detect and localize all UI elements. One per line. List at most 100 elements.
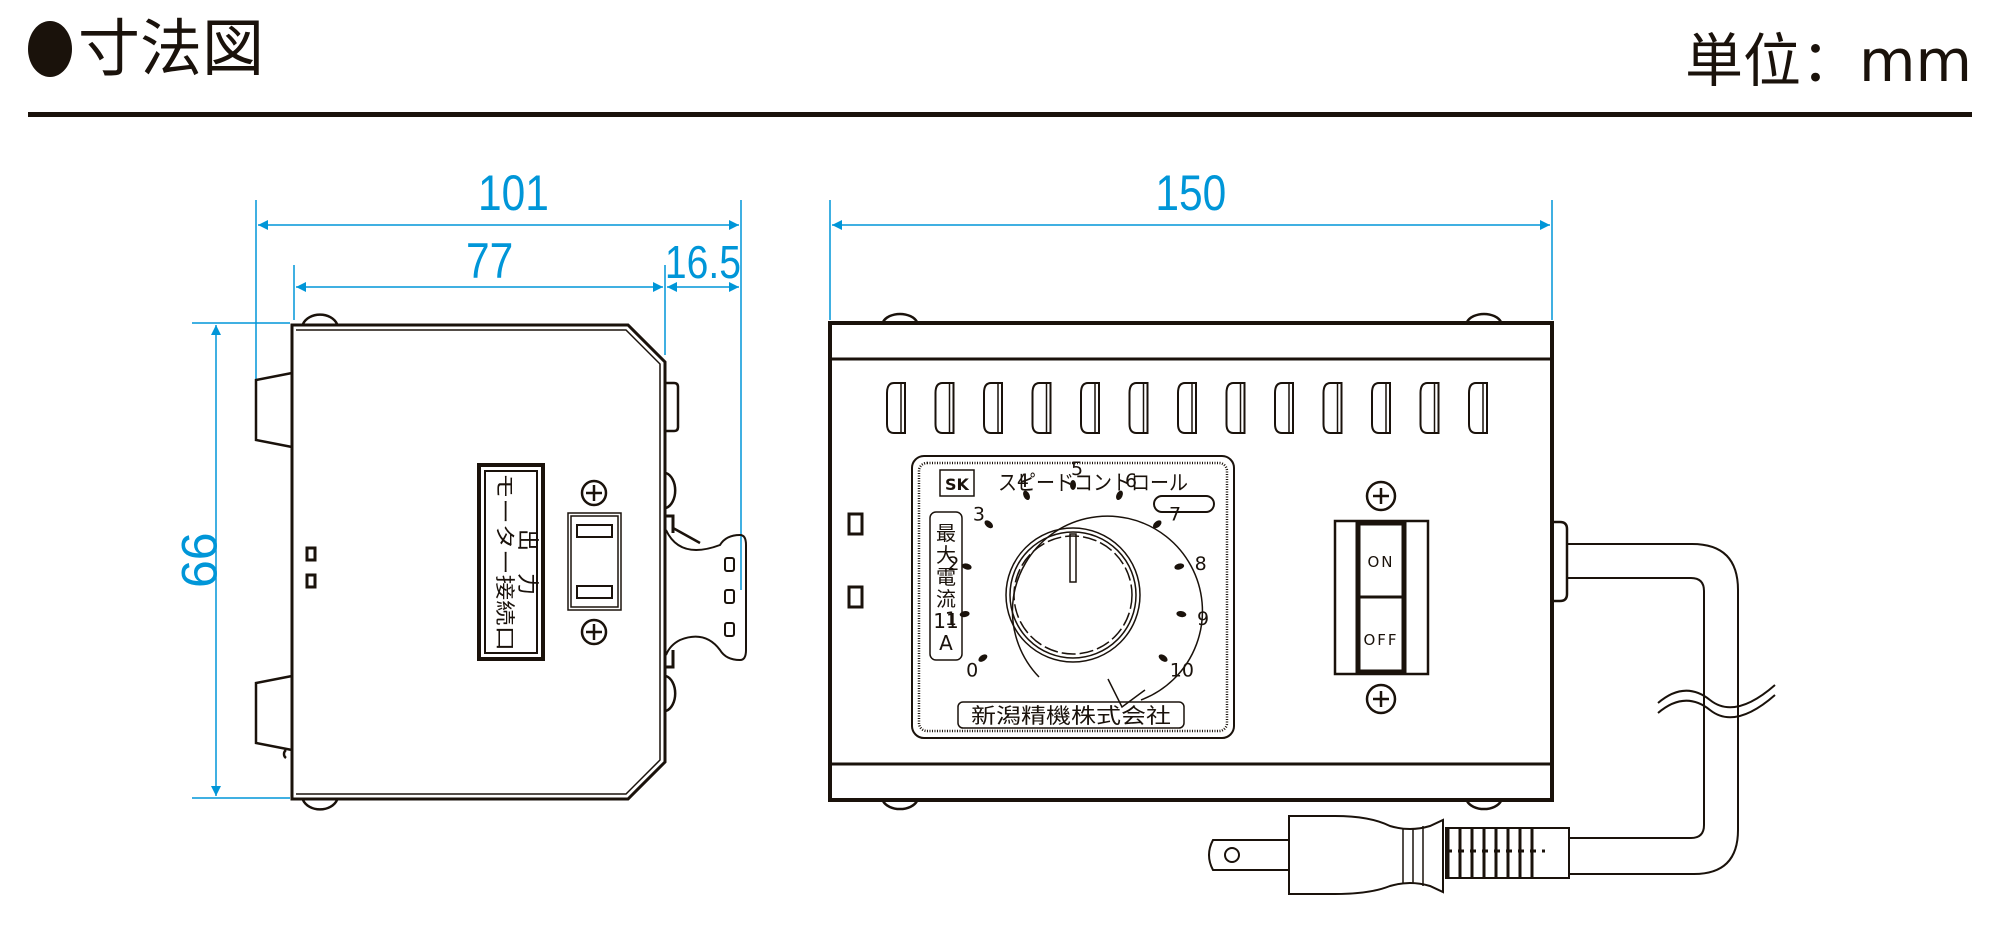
dial-tick [961, 563, 972, 570]
cord-break-mark-1 [1657, 684, 1776, 709]
side-body-outline [290, 323, 667, 801]
plug-grip-ribs [1446, 829, 1545, 877]
front-vent-slot [1468, 382, 1488, 434]
dim-label-99: 99 [171, 532, 227, 588]
unit-label: 単位：mm [1685, 27, 1972, 95]
front-vent-slot [1274, 382, 1294, 434]
dial-ticks [959, 480, 1187, 662]
max-current-char: 流 [936, 587, 956, 611]
manufacturer-box [957, 701, 1185, 729]
page-title-text: 寸法図 [78, 12, 265, 85]
dial-tick [1023, 490, 1030, 501]
header-divider [28, 112, 1972, 117]
dial-scale-label: 8 [1195, 553, 1207, 575]
front-foot-bottom-right [1465, 800, 1503, 811]
switch-screw-top [1365, 480, 1397, 512]
dial-tick [1070, 480, 1076, 490]
dim-label-77: 77 [466, 233, 513, 289]
front-vent-slot [1080, 382, 1100, 434]
clip-hole-3 [724, 622, 735, 637]
clip-bracket-top [664, 514, 675, 533]
dial-scale-arc [1011, 515, 1204, 701]
plug-prong [1208, 839, 1289, 871]
dial-scale-label: 4 [1017, 470, 1029, 492]
clip-body [665, 529, 747, 662]
front-vent-slot [1322, 382, 1343, 434]
sk-logo-box [939, 469, 975, 497]
side-foot-bottom [301, 799, 339, 811]
dial-knob-ring-2 [1009, 531, 1137, 659]
side-right-half-2 [665, 674, 677, 713]
side-vent-1 [305, 546, 317, 562]
dim-label-150: 150 [1155, 165, 1226, 221]
side-vent-2 [305, 573, 317, 589]
dial-scale-label: 1 [945, 608, 957, 630]
side-right-tab-top [666, 381, 680, 433]
dial-scale-label: 2 [947, 553, 959, 575]
switch-on-label: ON [1367, 553, 1394, 571]
sk-logo: SK [945, 475, 970, 494]
dial-tick [1158, 654, 1168, 662]
switch-off-label: OFF [1363, 631, 1398, 649]
max-current-box [929, 511, 963, 661]
dial-tick [984, 520, 994, 529]
dial-tick [1174, 563, 1185, 570]
front-vent-slot [886, 382, 906, 434]
front-foot-top-right [1465, 312, 1503, 323]
panel-title: スピードコントロール [998, 471, 1188, 495]
indicator-window [1153, 495, 1215, 513]
dial-tick [959, 611, 970, 618]
side-label-plate-inner [484, 470, 538, 654]
dial-scale-label: 6 [1125, 470, 1137, 492]
outlet-frame-inner [570, 515, 619, 608]
page-title: 寸法図 [28, 18, 264, 80]
clip-arm [672, 526, 701, 545]
front-vent-slot [1031, 382, 1052, 434]
front-foot-bottom-left [881, 800, 919, 811]
front-vent-slot [1177, 382, 1197, 434]
front-view [828, 312, 1776, 895]
front-side-vent-2 [847, 585, 864, 609]
front-side-vent-1 [847, 512, 864, 536]
cord-break-mark-2 [1657, 694, 1776, 719]
outlet-screw-bottom [580, 618, 608, 646]
dial-scale-label: 7 [1169, 504, 1181, 526]
front-vent-slot [934, 382, 955, 434]
dial-scale-label: 9 [1197, 608, 1209, 630]
side-body-inner [296, 329, 661, 795]
side-view [254, 313, 747, 811]
dial-knob-grip [1013, 535, 1133, 655]
dial-tick [1116, 490, 1123, 501]
dial-scale-label: 0 [966, 659, 978, 681]
clip-hole-2 [724, 589, 735, 604]
dial-tick [1152, 520, 1162, 529]
switch-screw-bottom [1365, 683, 1397, 715]
clip-bracket-bottom [664, 650, 675, 669]
max-current-char: 大 [936, 543, 956, 567]
side-right-half-1 [665, 471, 677, 510]
front-dimensions [829, 200, 1553, 320]
side-foot-top [301, 313, 339, 325]
dim-label-16-5: 16.5 [665, 237, 741, 289]
cord-inner [1567, 577, 1705, 839]
front-vent-slot [1128, 382, 1149, 434]
manufacturer-name: 新潟精機株式会社 [971, 704, 1171, 728]
max-current-char: A [939, 631, 953, 655]
bullet-icon [28, 21, 72, 77]
front-vent-slot [1371, 382, 1391, 434]
dial-knob-ring [1005, 527, 1141, 663]
side-label-plate-outer [477, 463, 545, 661]
max-current-char: 最 [936, 521, 956, 545]
side-dimensions [192, 200, 742, 799]
clip-hole-1 [724, 557, 735, 572]
dial-tick [1176, 611, 1187, 618]
max-current-char: 11 [933, 609, 958, 633]
side-left-bump-bottom [254, 674, 293, 752]
front-foot-top-left [881, 312, 919, 323]
dial-scale-label: 5 [1071, 458, 1083, 480]
cord-strain-relief [1553, 520, 1569, 603]
dial-scale-label: 10 [1170, 659, 1194, 681]
